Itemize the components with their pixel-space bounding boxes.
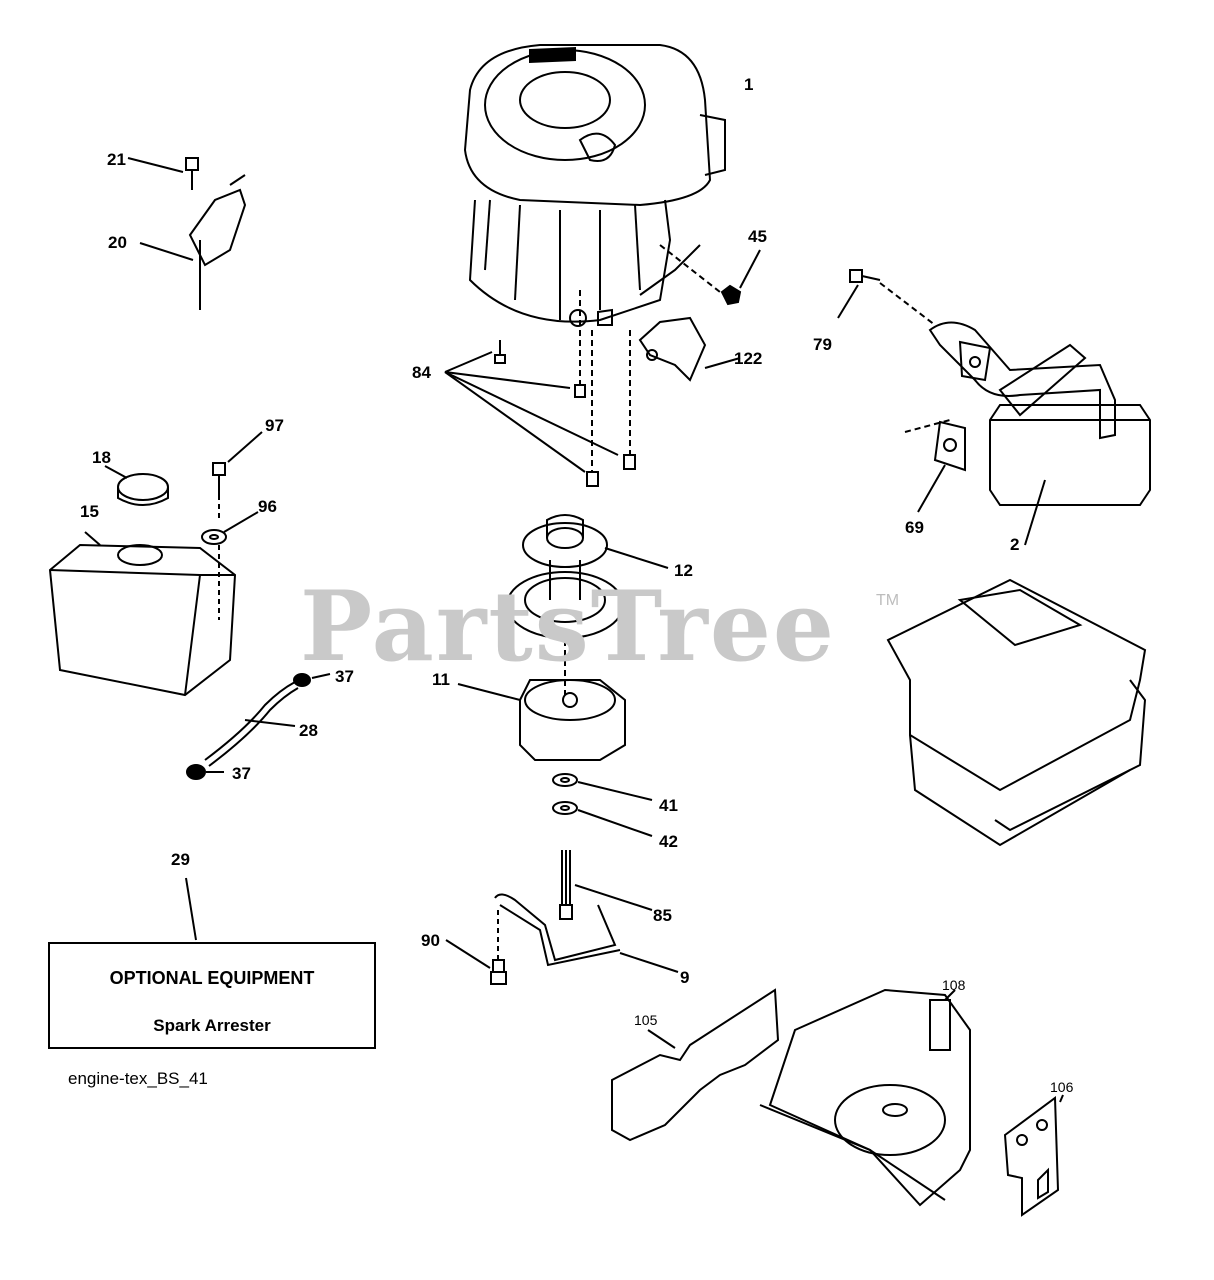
optional-equipment-item: Spark Arrester: [153, 1016, 271, 1035]
callout-15[interactable]: 15: [80, 502, 99, 521]
engine[interactable]: [463, 44, 726, 327]
engine-mount-plate[interactable]: [886, 578, 1147, 847]
clamp-37-lower[interactable]: [186, 764, 224, 780]
washers-41-42[interactable]: [552, 773, 653, 837]
diagram-reference-code: engine-tex_BS_41: [68, 1069, 208, 1088]
nut-45[interactable]: [659, 244, 761, 306]
callout-29[interactable]: 29: [171, 850, 190, 869]
screw-21[interactable]: [127, 157, 199, 190]
callout-9[interactable]: 9: [680, 968, 690, 987]
callout-84[interactable]: 84: [412, 363, 431, 382]
bolt-97[interactable]: [212, 431, 263, 520]
callout-1[interactable]: 1: [744, 75, 754, 94]
shield-106[interactable]: [1003, 1094, 1064, 1217]
callout-37-upper[interactable]: 37: [335, 667, 354, 686]
bracket-9[interactable]: [494, 893, 679, 973]
callout-41[interactable]: 41: [659, 796, 678, 815]
washer-96[interactable]: [201, 511, 259, 620]
bolts-84[interactable]: [444, 290, 636, 487]
bolt-90[interactable]: [445, 910, 507, 985]
clutch-11[interactable]: [457, 640, 626, 761]
callout-28[interactable]: 28: [299, 721, 318, 740]
callout-108[interactable]: 108: [942, 977, 966, 993]
watermark-trademark: TM: [876, 592, 900, 609]
callout-20[interactable]: 20: [108, 233, 127, 252]
callout-45[interactable]: 45: [748, 227, 767, 246]
callout-18[interactable]: 18: [92, 448, 111, 467]
callout-69[interactable]: 69: [905, 518, 924, 537]
callout-2[interactable]: 2: [1010, 535, 1020, 554]
pulley-12[interactable]: [506, 514, 669, 639]
bolt-85[interactable]: [559, 850, 653, 920]
callout-21[interactable]: 21: [107, 150, 126, 169]
callout-79[interactable]: 79: [813, 335, 832, 354]
muffler-2[interactable]: [928, 321, 1151, 546]
callout-105[interactable]: 105: [634, 1012, 658, 1028]
callout-line-29: [185, 877, 197, 941]
callout-42[interactable]: 42: [659, 832, 678, 851]
callout-12[interactable]: 12: [674, 561, 693, 580]
fuel-cap-18[interactable]: [104, 465, 169, 506]
fuel-tank-15[interactable]: [48, 531, 237, 697]
heat-shield-122[interactable]: [638, 316, 741, 382]
throttle-control-20[interactable]: [139, 174, 247, 310]
optional-equipment-title: OPTIONAL EQUIPMENT: [109, 968, 315, 988]
callout-90[interactable]: 90: [421, 931, 440, 950]
callout-106[interactable]: 106: [1050, 1079, 1074, 1095]
fuel-line-28[interactable]: [204, 681, 299, 767]
clamp-37-upper[interactable]: [293, 673, 331, 687]
bolt-79[interactable]: [837, 269, 936, 326]
callout-37-lower[interactable]: 37: [232, 764, 251, 783]
callout-96[interactable]: 96: [258, 497, 277, 516]
callout-97[interactable]: 97: [265, 416, 284, 435]
callout-122[interactable]: 122: [734, 349, 763, 368]
watermark-brand: PartsTree: [300, 570, 836, 683]
shield-108[interactable]: [759, 988, 971, 1207]
gasket-69[interactable]: [904, 340, 992, 513]
optional-equipment-box[interactable]: OPTIONAL EQUIPMENT Spark Arrester: [48, 942, 376, 1049]
callout-11[interactable]: 11: [432, 670, 450, 689]
shield-105[interactable]: [611, 988, 780, 1142]
callout-85[interactable]: 85: [653, 906, 672, 925]
